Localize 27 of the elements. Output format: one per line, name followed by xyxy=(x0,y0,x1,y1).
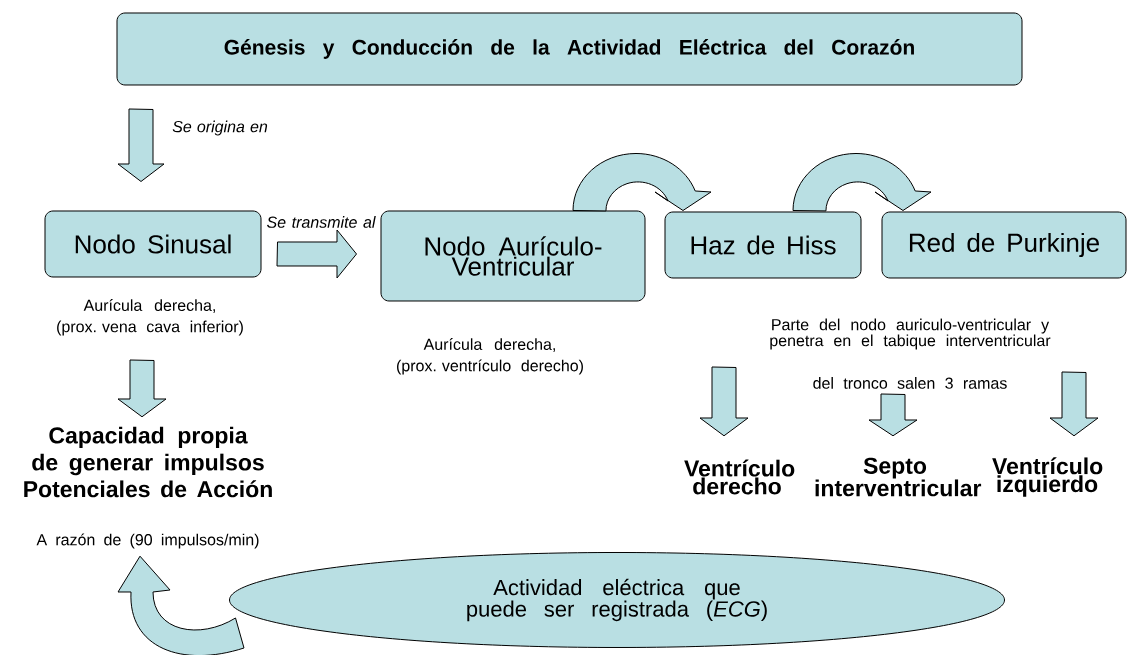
edge-label: Se transmite al xyxy=(267,216,376,228)
process-box: Red de Purkinje xyxy=(881,211,1127,279)
block-arrow xyxy=(699,366,749,437)
block-arrow xyxy=(276,229,357,279)
note-text: (prox. vena cava inferior) xyxy=(57,320,243,336)
block-arrow xyxy=(1049,371,1099,437)
note-text: A razón de (90 impulsos/min) xyxy=(36,533,259,549)
curved-arrow xyxy=(572,153,712,212)
edge-label: Se origina en xyxy=(172,120,268,136)
note-text: Parte del nodo auriculo-ventricular y penetra en el tabique interventricular xyxy=(770,318,1051,350)
bold-label: Ventrículo derecho xyxy=(684,459,795,495)
curved-arrow xyxy=(117,555,245,655)
note-text: (prox. ventrículo derecho) xyxy=(397,359,583,375)
block-arrow xyxy=(868,393,918,437)
process-box: Nodo Sinusal xyxy=(44,210,262,278)
bold-label: Capacidad propia de generar impulsos Potenciales de Acción xyxy=(24,426,272,498)
note-text: Aurícula derecha, xyxy=(83,299,215,313)
process-box: Haz de Hiss xyxy=(664,211,862,279)
process-box: Nodo Aurículo-Ventricular xyxy=(380,210,646,302)
title-box: Génesis y Conducción de la Actividad Eléctrica del Corazón xyxy=(116,12,1023,86)
note-text: del tronco salen 3 ramas xyxy=(813,377,1007,389)
bold-label: Septo interventricular xyxy=(815,457,982,497)
bold-label: Ventrículo izquierdo xyxy=(992,457,1103,497)
block-arrow xyxy=(117,359,167,418)
block-arrow xyxy=(117,108,165,182)
curved-arrow xyxy=(792,153,932,212)
note-text: Aurícula derecha, xyxy=(423,338,555,352)
